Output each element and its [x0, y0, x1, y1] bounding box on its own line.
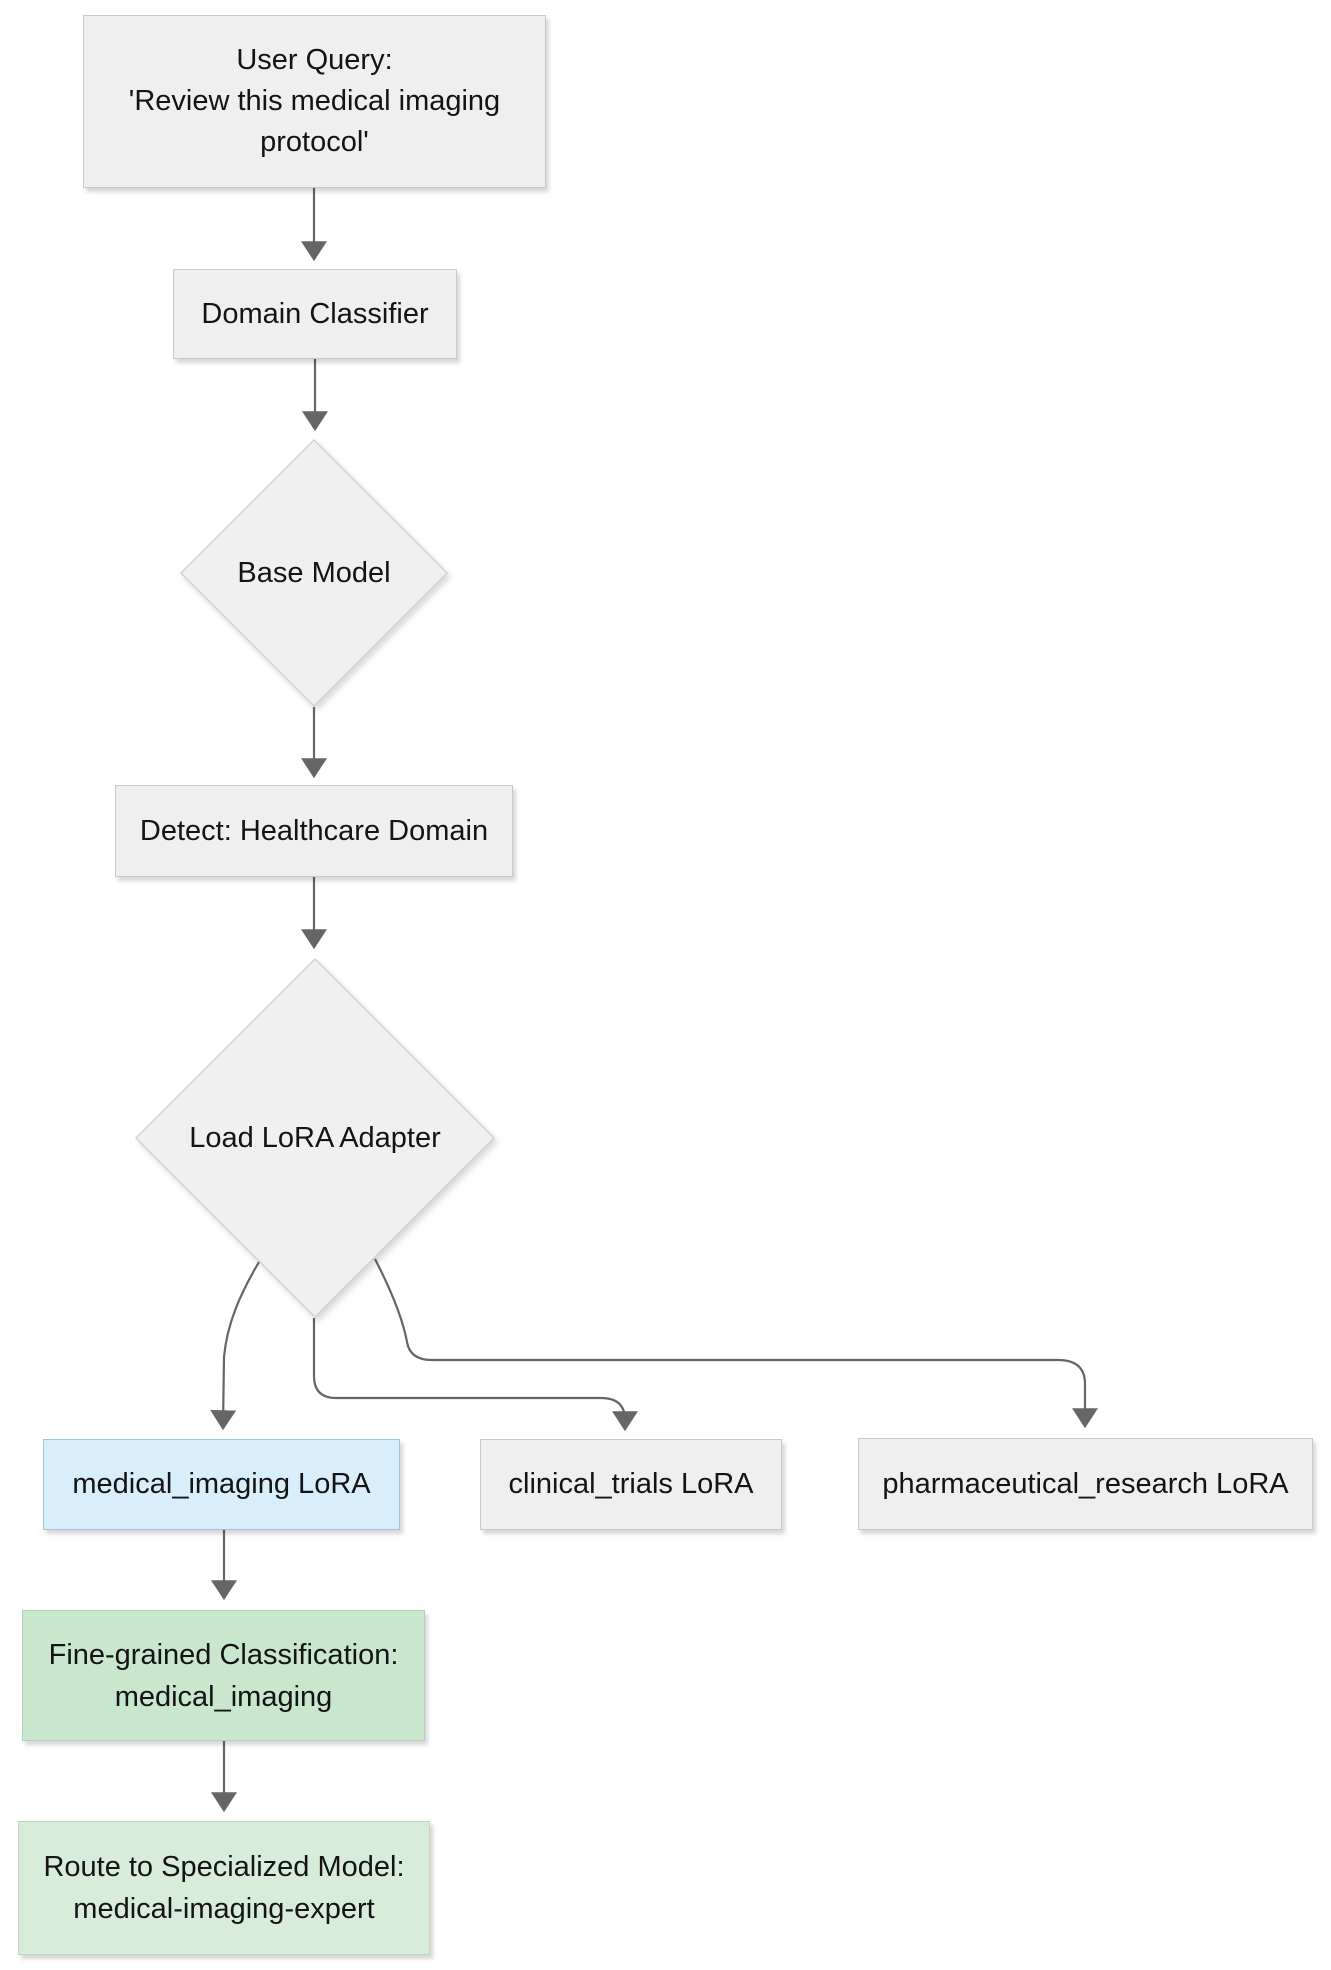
node-domain-classifier: Domain Classifier: [173, 269, 457, 359]
fine-grained-line-1: Fine-grained Classification:: [48, 1638, 399, 1671]
node-base-model: Base Model: [179, 438, 449, 708]
node-route-specialized-model: Route to Specialized Model: medical-imag…: [18, 1821, 430, 1955]
node-load-lora-adapter: Load LoRA Adapter: [134, 957, 496, 1319]
load-lora-adapter-label: Load LoRA Adapter: [189, 1121, 441, 1154]
base-model-diamond-shape: [179, 438, 449, 708]
detect-domain-label: Detect: Healthcare Domain: [139, 814, 489, 847]
pharmaceutical-research-lora-label: pharmaceutical_research LoRA: [882, 1467, 1289, 1500]
base-model-label: Base Model: [237, 556, 391, 589]
node-pharmaceutical-research-lora: pharmaceutical_research LoRA: [858, 1438, 1313, 1530]
node-fine-grained-classification: Fine-grained Classification: medical_ima…: [22, 1610, 425, 1741]
edge-load-lora-to-clinical-trials: [312, 1318, 638, 1432]
node-detect-healthcare-domain: Detect: Healthcare Domain: [115, 785, 513, 877]
user-query-line-1: User Query:: [236, 44, 393, 76]
clinical-trials-lora-label: clinical_trials LoRA: [508, 1468, 754, 1500]
fine-grained-line-2: medical_imaging: [114, 1680, 333, 1713]
domain-classifier-label: Domain Classifier: [201, 297, 429, 330]
node-user-query: User Query: 'Review this medical imaging…: [83, 15, 546, 188]
load-lora-diamond-shape: [134, 957, 496, 1319]
user-query-line-2: 'Review this medical imaging: [128, 85, 501, 117]
node-medical-imaging-lora: medical_imaging LoRA: [43, 1439, 400, 1530]
medical-imaging-lora-label: medical_imaging LoRA: [72, 1468, 371, 1500]
route-line-2: medical-imaging-expert: [73, 1893, 375, 1925]
route-line-1: Route to Specialized Model:: [43, 1851, 405, 1883]
user-query-line-3: protocol': [260, 126, 369, 158]
node-clinical-trials-lora: clinical_trials LoRA: [480, 1439, 782, 1530]
